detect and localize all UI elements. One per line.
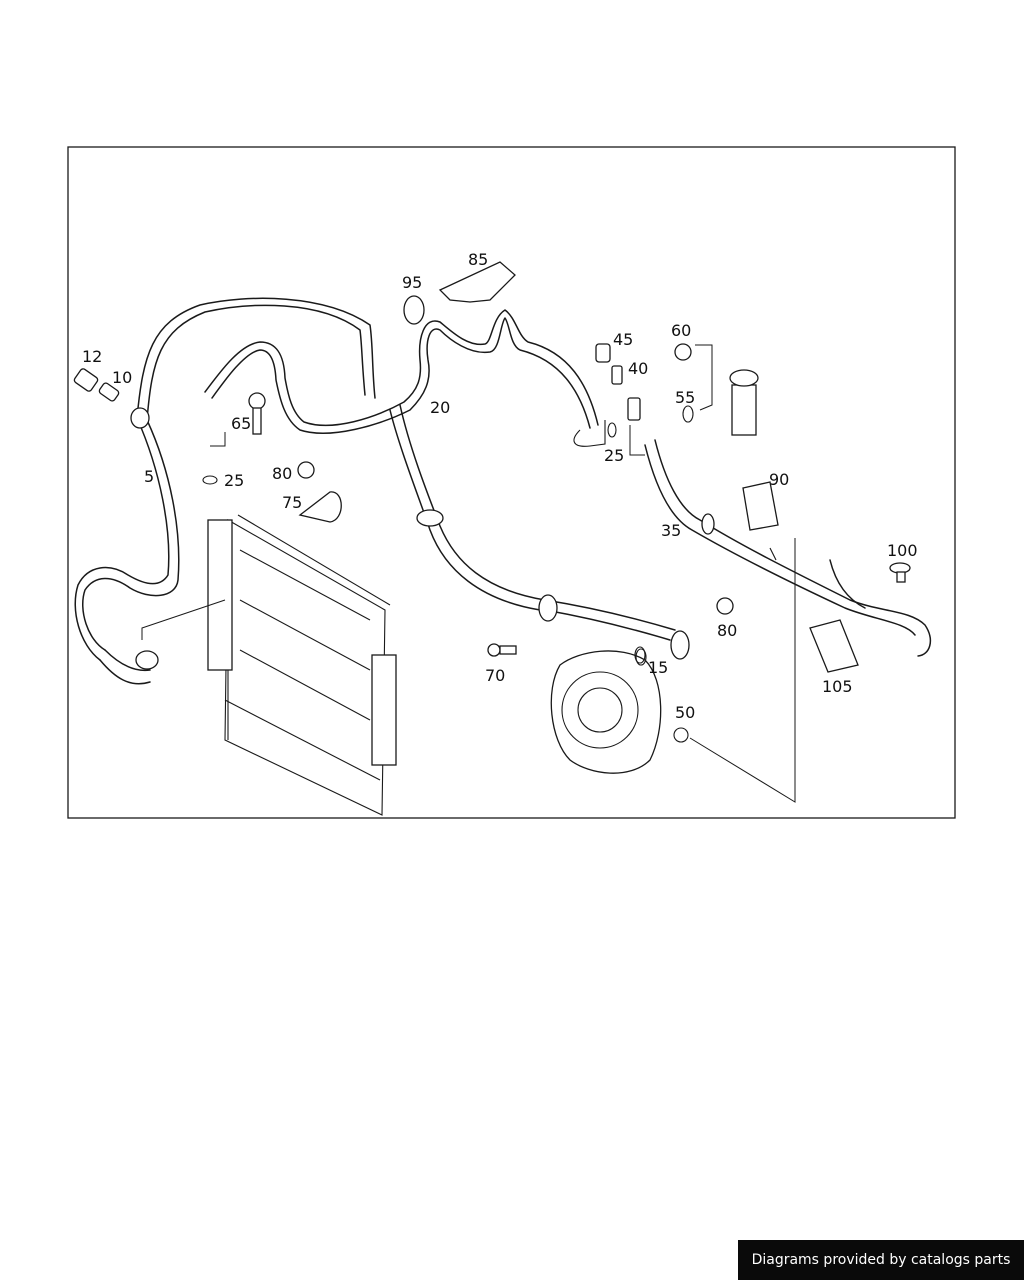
- part-60-nut: [674, 343, 692, 361]
- callout-25-left: 25: [224, 471, 244, 490]
- part-80-nut-left: [297, 461, 315, 479]
- callout-65: 65: [231, 414, 251, 433]
- callout-45: 45: [613, 330, 633, 349]
- diagram-frame: [67, 146, 956, 819]
- parts-45-40-fittings: [595, 343, 641, 421]
- oring-25-right: [607, 422, 617, 438]
- part-90-clip: [742, 481, 779, 531]
- compressor: [550, 648, 689, 774]
- hose-5: [74, 297, 376, 685]
- leader-line-left: [141, 599, 226, 640]
- part-55-valve: [682, 369, 759, 436]
- part-85-bracket: [438, 261, 516, 303]
- part-75-clamp: [298, 491, 342, 523]
- callout-40: 40: [628, 359, 648, 378]
- callout-5: 5: [144, 467, 154, 486]
- part-100-screw: [889, 562, 911, 583]
- callout-105: 105: [822, 677, 853, 696]
- fittings-12-10: [73, 368, 120, 402]
- diagram-credit: Diagrams provided by catalogs parts: [738, 1240, 1024, 1280]
- callout-20: 20: [430, 398, 450, 417]
- callout-70: 70: [485, 666, 505, 685]
- condenser: [207, 514, 397, 816]
- callout-10: 10: [112, 368, 132, 387]
- callout-60: 60: [671, 321, 691, 340]
- part-80-nut-right: [716, 597, 734, 615]
- callout-75: 75: [282, 493, 302, 512]
- callout-95: 95: [402, 273, 422, 292]
- callout-80-right: 80: [717, 621, 737, 640]
- part-105-clip: [809, 619, 859, 673]
- callout-100: 100: [887, 541, 918, 560]
- callout-50: 50: [675, 703, 695, 722]
- callout-90: 90: [769, 470, 789, 489]
- oring-15: [634, 646, 646, 664]
- callout-35: 35: [661, 521, 681, 540]
- callout-85: 85: [468, 250, 488, 269]
- callout-25-right: 25: [604, 446, 624, 465]
- part-95-bushing: [403, 295, 425, 325]
- hose-35: [644, 439, 932, 657]
- oring-25-left: [202, 475, 218, 485]
- callout-80-left: 80: [272, 464, 292, 483]
- part-70-bolt: [487, 643, 517, 657]
- callout-55: 55: [675, 388, 695, 407]
- leader-line-25: [629, 425, 645, 456]
- leader-line-60-55: [695, 344, 713, 411]
- leader-line-right: [689, 538, 796, 803]
- part-65-bolt: [248, 392, 266, 435]
- leader-line-65: [210, 432, 226, 447]
- callout-15: 15: [648, 658, 668, 677]
- hose-20: [204, 309, 690, 660]
- callout-12: 12: [82, 347, 102, 366]
